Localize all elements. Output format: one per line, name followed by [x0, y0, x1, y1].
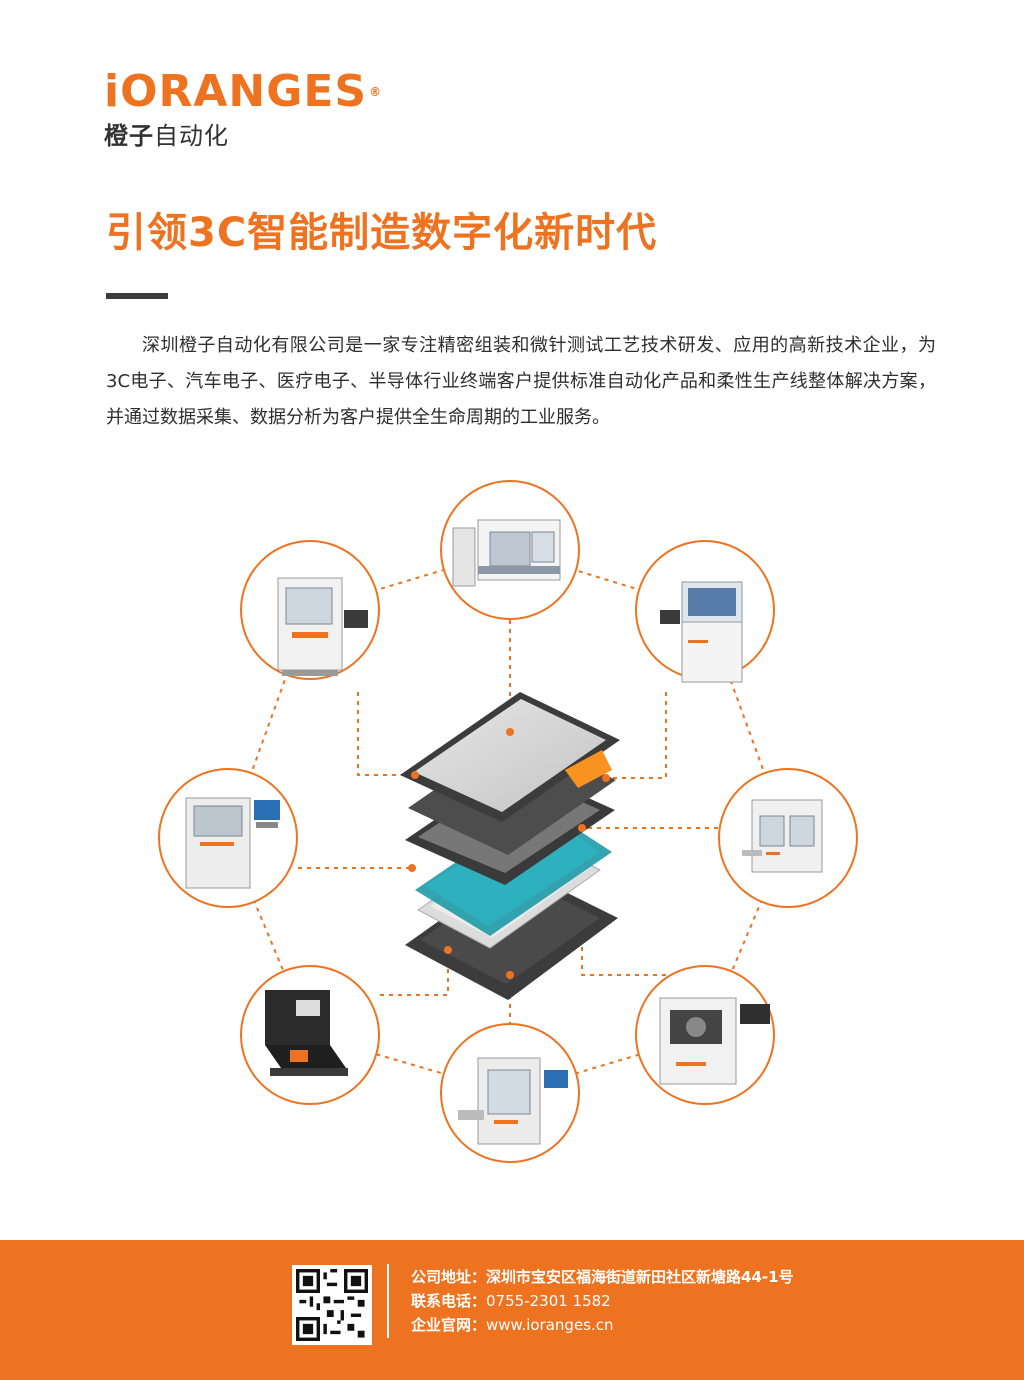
qr-code-icon[interactable]	[292, 1265, 372, 1345]
conveyor-station-icon	[742, 799, 823, 873]
registered-mark: ®	[369, 85, 383, 99]
machine-circle-upper-left[interactable]	[240, 540, 380, 680]
enclosed-station-icon	[660, 581, 743, 683]
machine-circle-upper-right[interactable]	[635, 540, 775, 683]
machine-circle-lower-right[interactable]	[635, 965, 775, 1105]
dispensing-machine-icon	[277, 577, 368, 676]
contact-footer: 公司地址：深圳市宝安区福海街道新田社区新塘路44-1号 联系电话：0755-23…	[0, 1240, 1024, 1380]
phone-number[interactable]: 0755-2301 1582	[486, 1292, 611, 1310]
machine-circle-left[interactable]	[158, 768, 298, 908]
website-line: 企业官网：www.ioranges.cn	[411, 1316, 614, 1334]
company-intro-paragraph: 深圳橙子自动化有限公司是一家专注精密组装和微针测试工艺技术研发、应用的高新技术企…	[106, 335, 936, 428]
logo-chinese-name: 橙子自动化	[104, 122, 229, 150]
footer-divider	[387, 1264, 389, 1338]
test-box-icon	[265, 990, 348, 1076]
product-diagram	[158, 480, 858, 1163]
inspection-machine-icon	[659, 997, 770, 1085]
company-logo[interactable]: iORANGES® 橙子自动化	[104, 70, 382, 151]
address-line: 公司地址：深圳市宝安区福海街道新田社区新塘路44-1号	[411, 1268, 794, 1286]
website-link[interactable]: www.ioranges.cn	[486, 1316, 614, 1334]
contact-info: 公司地址：深圳市宝安区福海街道新田社区新塘路44-1号 联系电话：0755-23…	[411, 1265, 794, 1337]
machine-circle-top[interactable]	[440, 480, 580, 620]
assembly-cell-icon	[452, 519, 561, 587]
headline-divider	[106, 293, 168, 299]
tall-station-icon	[458, 1057, 568, 1145]
gantry-machine-icon	[185, 797, 280, 889]
machine-circle-right[interactable]	[718, 768, 858, 908]
exploded-phone-icon	[400, 692, 620, 1000]
page-headline: 引领3C智能制造数字化新时代	[106, 210, 658, 256]
machine-circle-lower-left[interactable]	[240, 965, 380, 1105]
phone-line: 联系电话：0755-2301 1582	[411, 1292, 611, 1310]
machine-circle-bottom[interactable]	[440, 1023, 580, 1163]
logo-wordmark: iORANGES®	[104, 66, 383, 117]
